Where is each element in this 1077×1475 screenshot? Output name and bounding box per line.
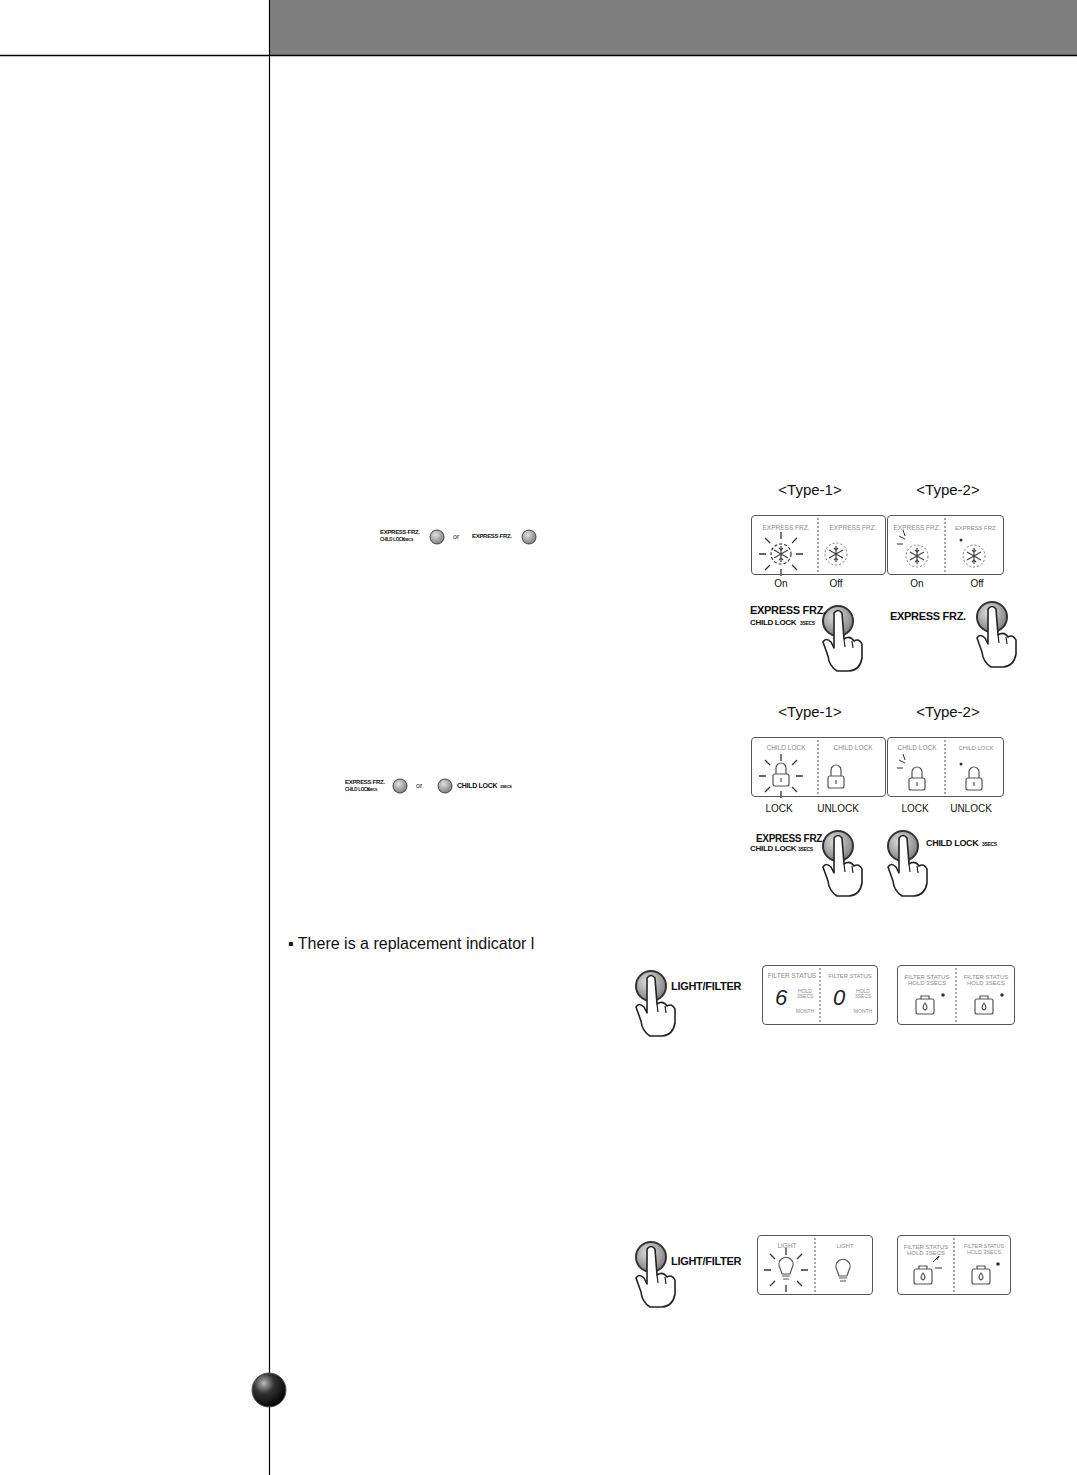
panel-text: EXPRESS FRZ.	[948, 525, 1004, 531]
display-panel: LIGHTLIGHT	[757, 1235, 873, 1295]
control-label: 3SECS	[403, 539, 413, 543]
control-label: 3SECS	[798, 847, 813, 853]
panel-text: FILTER STATUS HOLD 3SECS	[899, 974, 955, 987]
panel-text: CHILD LOCK	[948, 745, 1004, 751]
control-label: CHILD LOCK	[380, 538, 405, 543]
lock-icons	[759, 754, 982, 798]
panel-text: CHILD LOCK	[823, 745, 883, 752]
control-label: On	[774, 578, 787, 589]
control-label: 3SECS	[367, 789, 377, 793]
control-label: <Type-2>	[916, 482, 979, 499]
display-panel: FILTER STATUS HOLD 3SECS FILTER STATUS HO…	[897, 1235, 1011, 1295]
panel-text: FILTER STATUS HOLD 3SECS	[957, 1244, 1011, 1255]
control-label: CHILD LOCK	[750, 619, 796, 628]
control-label: CHILD LOCK	[750, 845, 796, 854]
display-panel: CHILD LOCKCHILD LOCK	[887, 737, 1004, 797]
panel-dividers	[815, 518, 956, 1292]
panel-text: FILTER STATUS	[764, 973, 820, 980]
control-label: CHILD LOCK	[345, 788, 370, 793]
header-bar	[270, 0, 1077, 55]
panel-text: FILTER STATUS HOLD 3SECS	[958, 974, 1014, 987]
panel-text: LIGHT	[759, 1243, 815, 1250]
panel-text: CHILD LOCK	[889, 745, 945, 752]
display-panel: FILTER STATUS HOLD 3SECSFILTER STATUS HO…	[897, 965, 1015, 1025]
control-label: EXPRESS FRZ.	[756, 833, 825, 844]
control-label: EXPRESS FRZ.	[750, 604, 826, 616]
panel-text: EXPRESS FRZ.	[889, 525, 945, 532]
express-icons	[759, 530, 985, 576]
control-label: On	[910, 578, 923, 589]
control-label: UNLOCK	[817, 803, 859, 814]
panel-text: 0	[829, 986, 849, 1009]
control-label: Off	[829, 578, 842, 589]
control-label: LOCK	[765, 803, 792, 814]
control-label: 3SECS	[982, 842, 997, 848]
control-label: 3SECS	[800, 621, 815, 627]
press-buttons	[636, 602, 1016, 1307]
header-rule	[0, 55, 1077, 57]
control-label: EXPRESS FRZ.	[345, 779, 385, 786]
control-label: CHILD LOCK	[457, 782, 497, 790]
panel-text: LIGHT	[817, 1243, 873, 1249]
control-label: LOCK	[901, 803, 928, 814]
control-label: LIGHT/FILTER	[671, 1255, 741, 1267]
control-label: <Type-2>	[916, 704, 979, 721]
control-label: UNLOCK	[950, 803, 992, 814]
display-panel: FILTER STATUS 6 HOLD 3SECS MONTH FILTER STAT…	[762, 965, 878, 1025]
control-label: <Type-1>	[778, 482, 841, 499]
panel-text: HOLD 3SECS	[855, 989, 871, 1000]
panel-text: CHILD LOCK	[756, 745, 816, 752]
display-panel: EXPRESS FRZ.EXPRESS FRZ.	[887, 515, 1004, 575]
panel-text: EXPRESS FRZ.	[756, 525, 816, 532]
control-label: or	[453, 533, 459, 541]
panel-text: MONTH	[852, 1009, 874, 1014]
control-label: 3SECS	[500, 785, 512, 789]
inline-buttons	[393, 530, 536, 793]
control-label: EXPRESS FRZ.	[472, 533, 512, 540]
control-label: EXPRESS FRZ.	[890, 610, 966, 622]
panel-text: FILTER STATUS	[822, 973, 878, 979]
control-label: or	[416, 782, 422, 790]
panel-text: EXPRESS FRZ.	[823, 525, 883, 532]
control-label: <Type-1>	[778, 704, 841, 721]
panel-text: 6	[771, 986, 791, 1009]
panel-text: FILTER STATUS HOLD 3SECS	[899, 1244, 953, 1257]
margin-rule	[269, 0, 270, 1475]
page-ball	[252, 1373, 286, 1407]
display-panel: EXPRESS FRZ. EXPRESS FRZ.	[751, 515, 886, 575]
control-label: CHILD LOCK	[926, 839, 979, 849]
panel-text: HOLD 3SECS	[797, 989, 813, 1000]
control-label: Off	[970, 578, 983, 589]
control-label: LIGHT/FILTER	[671, 980, 741, 992]
display-panel: CHILD LOCK CHILD LOCK	[751, 737, 886, 797]
body-text: ▪ There is a replacement indicator l	[288, 935, 534, 953]
panel-text: MONTH	[794, 1009, 816, 1014]
control-label: EXPRESS FRZ.	[380, 529, 420, 536]
